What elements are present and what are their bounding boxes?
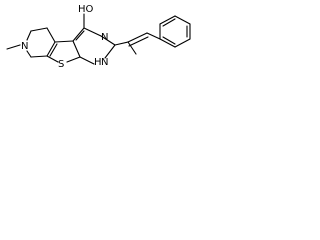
atom-label-s: S: [58, 59, 64, 70]
bond-ch2-n: [26, 30, 32, 41]
bond-c3a-c4a: [54, 40, 74, 43]
bond-vinyl-phenyl: [146, 32, 161, 40]
bonds: [6, 13, 191, 65]
chemical-structure-diagram: HO N S N H N: [6, 4, 191, 70]
bond-ch2-top-ch2: [30, 27, 48, 32]
bond-n-ch2-bottom: [26, 50, 32, 58]
atom-label-nh-h: H: [94, 57, 102, 68]
bond-c2-vinyl: [114, 41, 129, 46]
bond-ch2-bottom-c7a: [30, 55, 48, 58]
bond-c4a-c4: [72, 27, 85, 42]
atom-label-n-pyrimidine: N: [101, 32, 108, 43]
bond-ph-5: [174, 38, 191, 48]
bond-n-methyl: [6, 44, 21, 50]
atom-labels: HO N S N H N: [21, 4, 108, 70]
atom-label-nh-n: N: [101, 57, 108, 68]
bond-c4a-c4-double: [75, 30, 85, 41]
bond-n3-c2: [100, 35, 116, 46]
bond-vinyl-double-b: [128, 36, 149, 47]
bond-ph-6: [159, 38, 176, 48]
bond-c3a-ch2-top: [46, 27, 56, 43]
bond-ph-inner-1: [162, 18, 176, 27]
bond-c8a-s: [66, 56, 81, 63]
bond-c7a-c3a-double: [49, 43, 58, 57]
bond-c4-n3: [83, 27, 102, 37]
bond-ph-3: [174, 15, 191, 25]
bond-ph-2: [159, 15, 176, 25]
bond-n1-c8a: [79, 56, 95, 65]
bond-c2-methyl: [127, 41, 137, 55]
bond-c2-n1: [104, 44, 116, 59]
bond-c7a-c3a: [46, 41, 56, 57]
bond-s-c7a: [46, 55, 59, 63]
bond-c8a-c4a: [72, 40, 81, 58]
bond-ph-inner-3: [162, 36, 176, 45]
bond-vinyl-double-a: [127, 32, 148, 43]
atom-label-n-methyl: N: [21, 41, 28, 52]
atom-label-oh: HO: [78, 4, 94, 15]
